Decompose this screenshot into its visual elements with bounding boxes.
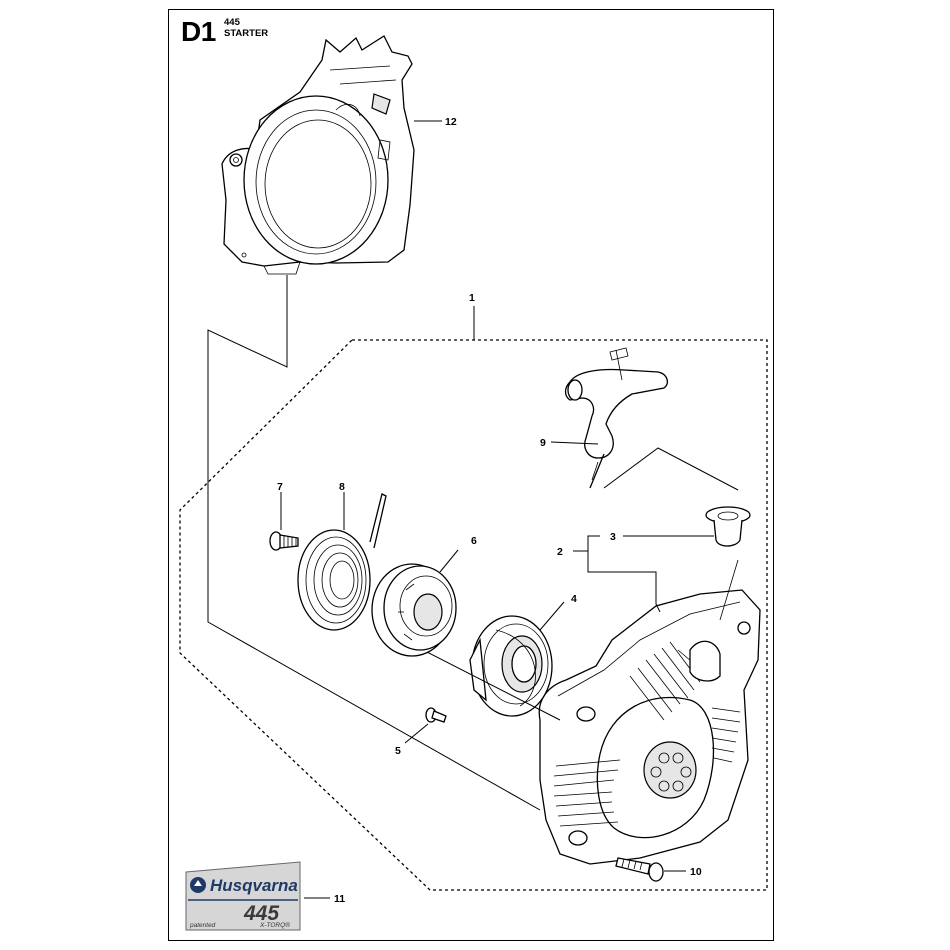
- part-9-starter-handle: [564, 347, 669, 489]
- badge-right-note: X-TORQ®: [259, 921, 290, 929]
- callout-12: 12: [445, 116, 457, 128]
- badge-brand-text: Husqvarna: [210, 876, 298, 895]
- callout-8: 8: [339, 481, 345, 493]
- section-title: STARTER: [224, 28, 269, 39]
- part-3-rope-guide: [705, 506, 751, 547]
- callout-11: 11: [334, 893, 345, 905]
- part-5-housing-screw: [425, 707, 447, 723]
- part-6-pulley: [371, 563, 457, 657]
- part-4-spring-cassette: [469, 615, 553, 717]
- part-10-screw: [615, 857, 664, 882]
- part-7-center-screw: [269, 531, 299, 551]
- callout-9: 9: [540, 437, 546, 449]
- part-12-fan-cover: [221, 35, 415, 275]
- part-2-starter-housing: [538, 559, 761, 865]
- part-8-recoil-spring: [297, 493, 387, 631]
- model-number: 445: [224, 17, 240, 28]
- callout-7: 7: [277, 481, 283, 493]
- section-code: D1: [181, 16, 216, 47]
- callout-5: 5: [395, 745, 401, 757]
- callout-3: 3: [610, 531, 616, 543]
- callout-4: 4: [571, 593, 577, 605]
- drawing-frame: [168, 9, 774, 941]
- callout-6: 6: [471, 535, 477, 547]
- callout-2: 2: [557, 546, 563, 558]
- assembly-boundary: [179, 339, 768, 891]
- callout-1: 1: [469, 292, 475, 304]
- part-11-decal: Husqvarna 445 patented X-TORQ®: [185, 861, 301, 931]
- badge-model-text: 445: [243, 902, 279, 925]
- badge-left-note: patented: [189, 922, 216, 929]
- callout-10: 10: [690, 866, 702, 878]
